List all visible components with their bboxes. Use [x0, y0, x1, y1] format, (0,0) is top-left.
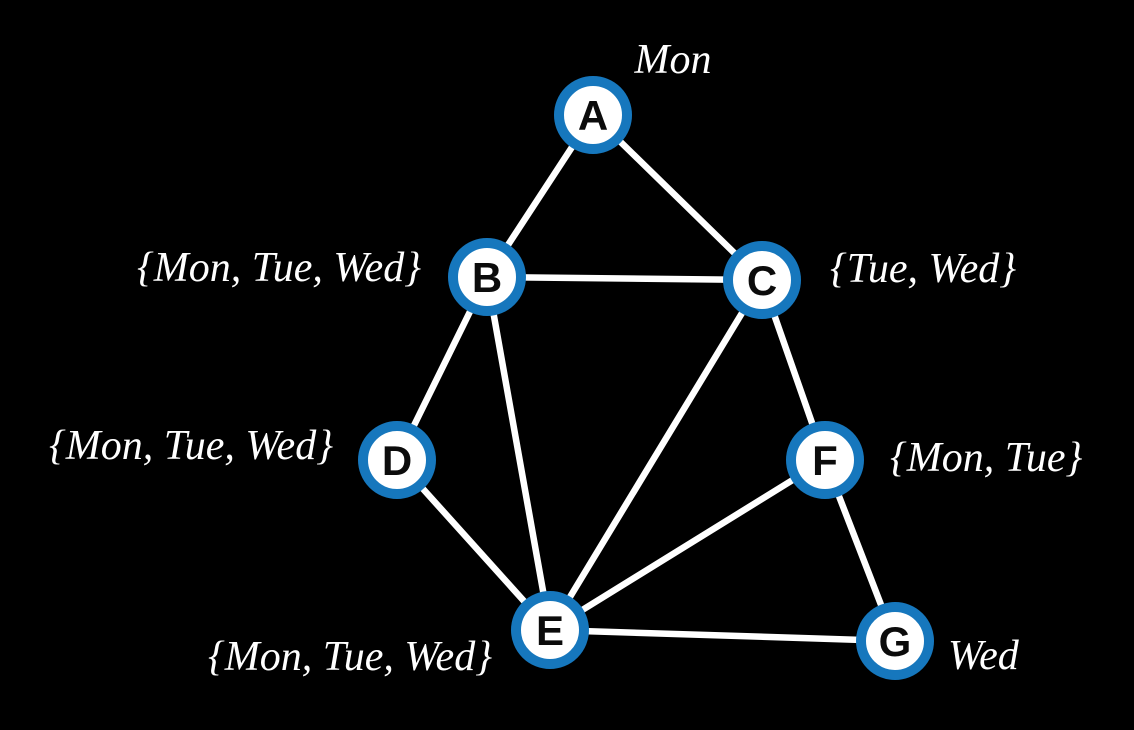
node-circle-E	[511, 591, 589, 669]
node-circle-F	[786, 421, 864, 499]
node-E: E	[511, 591, 589, 669]
node-letter-C: C	[747, 257, 777, 304]
node-letter-B: B	[472, 254, 502, 301]
domain-label-F: {Mon, Tue}	[890, 435, 1082, 481]
node-D: D	[358, 421, 436, 499]
domain-label-D: {Mon, Tue, Wed}	[49, 423, 333, 469]
edge-E-G	[546, 626, 899, 645]
edge-A-C	[589, 111, 766, 284]
edge-B-C	[483, 273, 766, 284]
domain-label-G: Wed	[948, 633, 1020, 679]
edge-E-F	[546, 456, 829, 634]
edge-B-E	[483, 273, 554, 634]
node-circle-D	[358, 421, 436, 499]
domain-label-C: {Tue, Wed}	[830, 246, 1016, 292]
node-F: F	[786, 421, 864, 499]
node-letter-D: D	[382, 437, 412, 484]
node-G: G	[856, 602, 934, 680]
domain-label-B: {Mon, Tue, Wed}	[137, 245, 421, 291]
node-A: A	[554, 76, 632, 154]
node-C: C	[723, 241, 801, 319]
node-letter-G: G	[879, 618, 912, 665]
domain-label-E: {Mon, Tue, Wed}	[208, 634, 492, 680]
node-letter-E: E	[536, 607, 564, 654]
node-circle-B	[448, 238, 526, 316]
edge-C-E	[546, 276, 766, 634]
node-circle-C	[723, 241, 801, 319]
node-letter-F: F	[812, 437, 838, 484]
node-B: B	[448, 238, 526, 316]
node-letter-A: A	[578, 92, 608, 139]
domain-label-A: Mon	[634, 37, 712, 83]
node-circle-A	[554, 76, 632, 154]
node-circle-G	[856, 602, 934, 680]
